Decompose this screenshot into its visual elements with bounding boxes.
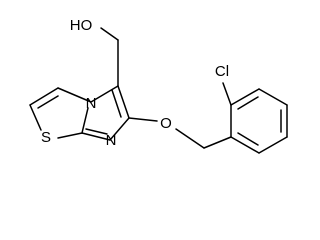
bond-c5-c6	[117, 85, 130, 119]
hydroxyl-label: HO	[70, 17, 93, 34]
bond-c7a-n-bridge	[81, 107, 89, 134]
bond-c3-c2-double	[37, 95, 59, 109]
ring-nitrogen-label: N	[86, 95, 97, 112]
molecule-structure: HO Cl N N S O	[29, 17, 288, 154]
bond-n-bridge-c3	[57, 87, 92, 103]
bond-phenyl-c3-c4	[258, 88, 288, 106]
bond-s-c7a	[57, 132, 83, 139]
ether-oxygen-label: O	[160, 115, 172, 132]
bonds	[29, 27, 288, 154]
bond-c2-s	[29, 104, 42, 131]
bond-phenyl-c2-c3	[230, 88, 260, 106]
bond-ch2-phenyl	[203, 136, 232, 149]
chlorine-label: Cl	[215, 63, 229, 80]
bond-c5-n-bridge	[90, 85, 119, 103]
bond-c-o-hydroxyl	[100, 27, 119, 41]
atom-labels: HO Cl N N S O	[41, 17, 229, 149]
bond-phenyl-c5-c6	[258, 136, 288, 154]
imine-nitrogen-label: N	[106, 132, 117, 149]
bond-n-imine-c7a-double	[85, 128, 108, 135]
bond-o-ether-ch2	[175, 128, 205, 149]
bond-n-imine-c7a	[81, 132, 111, 141]
bond-phenyl-cl	[222, 82, 232, 106]
bond-phenyl-double-a	[237, 96, 259, 110]
bond-phenyl-double-c	[237, 132, 259, 146]
sulfur-label: S	[41, 129, 51, 146]
bond-c6-n-imine	[109, 117, 130, 141]
bond-phenyl-c6-c1	[230, 136, 260, 154]
bond-c5-c6-double	[111, 89, 122, 118]
bond-c3-c2	[29, 87, 59, 106]
bond-c6-o-ether	[128, 117, 158, 122]
